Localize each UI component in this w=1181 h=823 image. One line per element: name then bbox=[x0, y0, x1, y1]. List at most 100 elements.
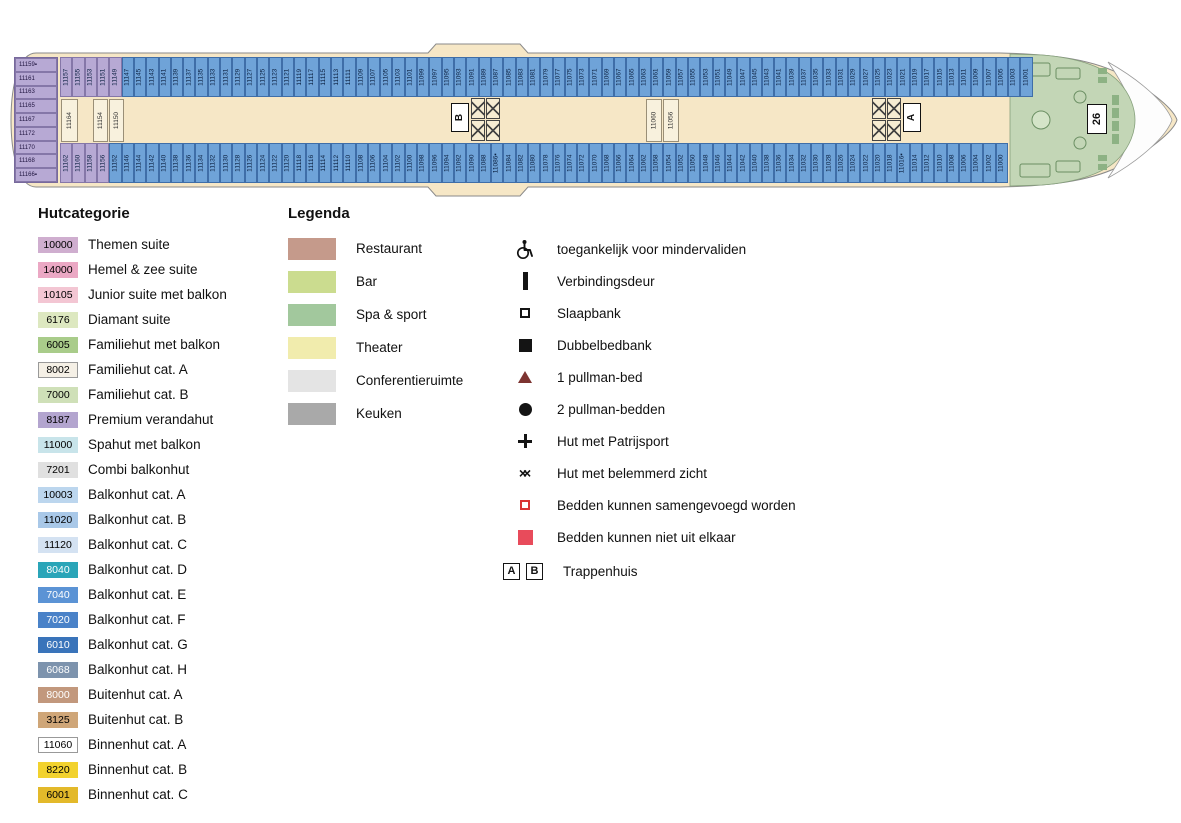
cabin-number: 11024 bbox=[849, 154, 857, 172]
cabin-number: 11127 bbox=[246, 68, 254, 86]
symbol-item: toegankelijk voor mindervaliden bbox=[503, 233, 1023, 265]
cabin-number: 11000 bbox=[997, 154, 1005, 172]
symbol-label: Bedden kunnen samengevoegd worden bbox=[557, 497, 796, 513]
cabin-number: 11137 bbox=[185, 68, 193, 86]
cabin-number: 11001 bbox=[1022, 68, 1030, 86]
cabin-11155: 11155 bbox=[72, 57, 85, 97]
category-label: Buitenhut cat. A bbox=[88, 687, 183, 702]
cabin-number: 11072 bbox=[579, 154, 587, 172]
cabin-11127: 11127 bbox=[244, 57, 257, 97]
cabin-11131: 11131 bbox=[220, 57, 233, 97]
cabin-11086: 11086▪ bbox=[490, 143, 504, 183]
cabin-11098: 11098 bbox=[417, 143, 430, 183]
cabin-11069: 11069 bbox=[601, 57, 615, 97]
cabin-11139: 11139 bbox=[170, 57, 184, 97]
cabin-11028: 11028 bbox=[823, 143, 836, 183]
cabin-11112: 11112 bbox=[330, 143, 344, 183]
category-label: Balkonhut cat. E bbox=[88, 587, 187, 602]
category-code-swatch: 11000 bbox=[38, 436, 78, 453]
cabin-category-title: Hutcategorie bbox=[38, 205, 130, 222]
cabin-number: 11014 bbox=[911, 154, 919, 172]
cabin-11162: 11162 bbox=[60, 143, 73, 183]
cabin-number: 11066 bbox=[615, 154, 623, 172]
cabin-11104: 11104 bbox=[380, 143, 393, 183]
cabin-11051: 11051 bbox=[712, 57, 725, 97]
cabin-number: 11079 bbox=[542, 68, 550, 86]
cabin-number: 11118 bbox=[295, 154, 303, 172]
cabin-number: 11136 bbox=[185, 154, 193, 172]
cabin-number: 11150 bbox=[113, 111, 120, 130]
symbol-label: toegankelijk voor mindervaliden bbox=[557, 241, 747, 257]
cabin-number: 11097 bbox=[431, 68, 439, 86]
cabin-number: 11063 bbox=[640, 68, 648, 86]
cabin-11085: 11085 bbox=[503, 57, 516, 97]
cabin-11036: 11036 bbox=[774, 143, 787, 183]
cabin-number: 11025 bbox=[874, 68, 882, 86]
cabin-11012: 11012 bbox=[921, 143, 935, 183]
cabin-11046: 11046 bbox=[712, 143, 725, 183]
cabin-number: 11090 bbox=[468, 154, 476, 172]
venue-26-label: 26 bbox=[1091, 112, 1103, 126]
cabin-11137: 11137 bbox=[183, 57, 196, 97]
cabin-11157: 11157 bbox=[60, 57, 73, 97]
cabin-11050: 11050 bbox=[687, 143, 701, 183]
cabin-11071: 11071 bbox=[589, 57, 602, 97]
category-code-swatch: 7020 bbox=[38, 611, 78, 628]
cabin-11145: 11145 bbox=[133, 57, 147, 97]
category-label: Balkonhut cat. C bbox=[88, 537, 188, 552]
cabin-11025: 11025 bbox=[872, 57, 885, 97]
cabin-number: 11070 bbox=[591, 154, 599, 172]
cabin-number: 11112 bbox=[332, 154, 340, 172]
area-color-swatch bbox=[288, 237, 336, 260]
category-label: Premium verandahut bbox=[88, 412, 214, 427]
cabin-number: 11020 bbox=[874, 154, 882, 172]
cabin-number: 11123 bbox=[271, 68, 279, 86]
cabin-number: 11101 bbox=[406, 68, 414, 86]
cabin-number: 11085 bbox=[505, 68, 513, 86]
cabin-11019: 11019 bbox=[909, 57, 922, 97]
cabin-number: 11037 bbox=[800, 68, 808, 86]
cabin-number: 11138 bbox=[172, 154, 180, 172]
cabin-11042: 11042 bbox=[737, 143, 750, 183]
cabin-11083: 11083 bbox=[515, 57, 528, 97]
cabin-11102: 11102 bbox=[392, 143, 405, 183]
category-label: Balkonhut cat. D bbox=[88, 562, 188, 577]
cabin-11142: 11142 bbox=[146, 143, 159, 183]
cabin-11034: 11034 bbox=[786, 143, 799, 183]
cabin-number: 11026 bbox=[837, 154, 845, 172]
cabin-number: 11093 bbox=[455, 68, 463, 86]
cabin-number: 11064 bbox=[628, 154, 636, 172]
cabin-11037: 11037 bbox=[798, 57, 812, 97]
symbol-label: Hut met belemmerd zicht bbox=[557, 465, 708, 481]
cabin-number: 11010 bbox=[936, 154, 944, 172]
cabin-11113: 11113 bbox=[330, 57, 344, 97]
cabin-11001: 11001 bbox=[1020, 57, 1033, 97]
elevator-icon bbox=[887, 98, 901, 119]
cabin-number: 11142 bbox=[148, 154, 156, 172]
cabin-11124: 11124 bbox=[257, 143, 270, 183]
cabin-number: 11092 bbox=[455, 154, 463, 172]
cabin-11130: 11130 bbox=[220, 143, 233, 183]
symbol-item: 2 pullman-bedden bbox=[503, 393, 1023, 425]
cabin-number: 11050 bbox=[689, 154, 697, 172]
cabin-number: 11018 bbox=[886, 154, 894, 172]
category-label: Binnenhut cat. A bbox=[88, 737, 187, 752]
cabin-number: 11042 bbox=[739, 154, 747, 172]
cabin-number: 11108 bbox=[357, 154, 365, 172]
cabin-11149: 11149 bbox=[109, 57, 122, 97]
cabin-number: 11022 bbox=[862, 154, 870, 172]
symbol-label: Hut met Patrijsport bbox=[557, 433, 669, 449]
cabin-number: 11062 bbox=[640, 154, 648, 172]
cabin-11058: 11058 bbox=[651, 143, 664, 183]
cabin-11013: 11013 bbox=[946, 57, 959, 97]
cabin-11039: 11039 bbox=[786, 57, 799, 97]
